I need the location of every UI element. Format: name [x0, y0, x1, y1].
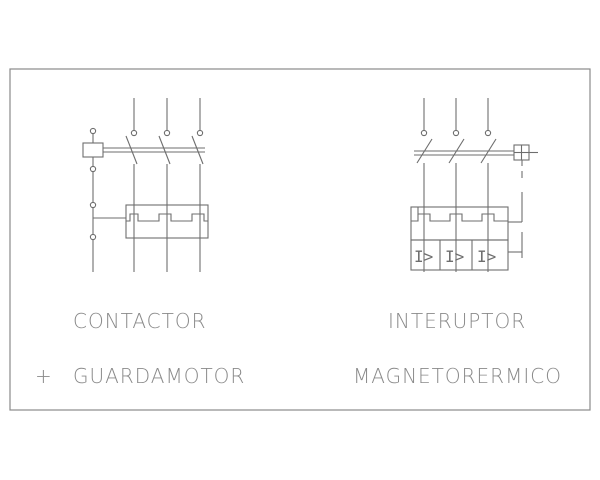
caption-magnetorermico: MAGNETORERMICO: [353, 364, 562, 388]
contactor-coil: [82, 142, 104, 158]
breaker-pole-2: [448, 98, 465, 272]
magnetic-trip-glyph-2: I>: [445, 247, 464, 266]
caption-interuptor: INTERUPTOR: [388, 309, 526, 333]
breaker-pole-3: [480, 98, 497, 272]
contactor-pole-3: [191, 98, 204, 272]
coil-branch: [82, 127, 126, 272]
magnetic-trip-glyph-1: I>: [414, 247, 433, 266]
caption-contactor: CONTACTOR: [73, 309, 206, 333]
interruptor-magnetotermico-symbol: I> I> I>: [410, 98, 538, 272]
caption-plus-sign: +: [35, 364, 53, 388]
contactor-pole-2: [158, 98, 171, 272]
magnetic-trip-glyph-3: I>: [477, 247, 496, 266]
contactor-guardamotor-symbol: [82, 98, 209, 272]
breaker-actuator-icon: [513, 144, 538, 161]
thermal-overload-relay: [125, 204, 209, 239]
magnetic-trip-block: I> I> I>: [410, 239, 509, 271]
contactor-pole-1: [125, 98, 138, 272]
caption-guardamotor: GUARDAMOTOR: [73, 364, 245, 388]
drawing-frame: [9, 68, 591, 411]
breaker-pole-1: [416, 98, 433, 272]
thermal-trip-block: [410, 206, 509, 241]
